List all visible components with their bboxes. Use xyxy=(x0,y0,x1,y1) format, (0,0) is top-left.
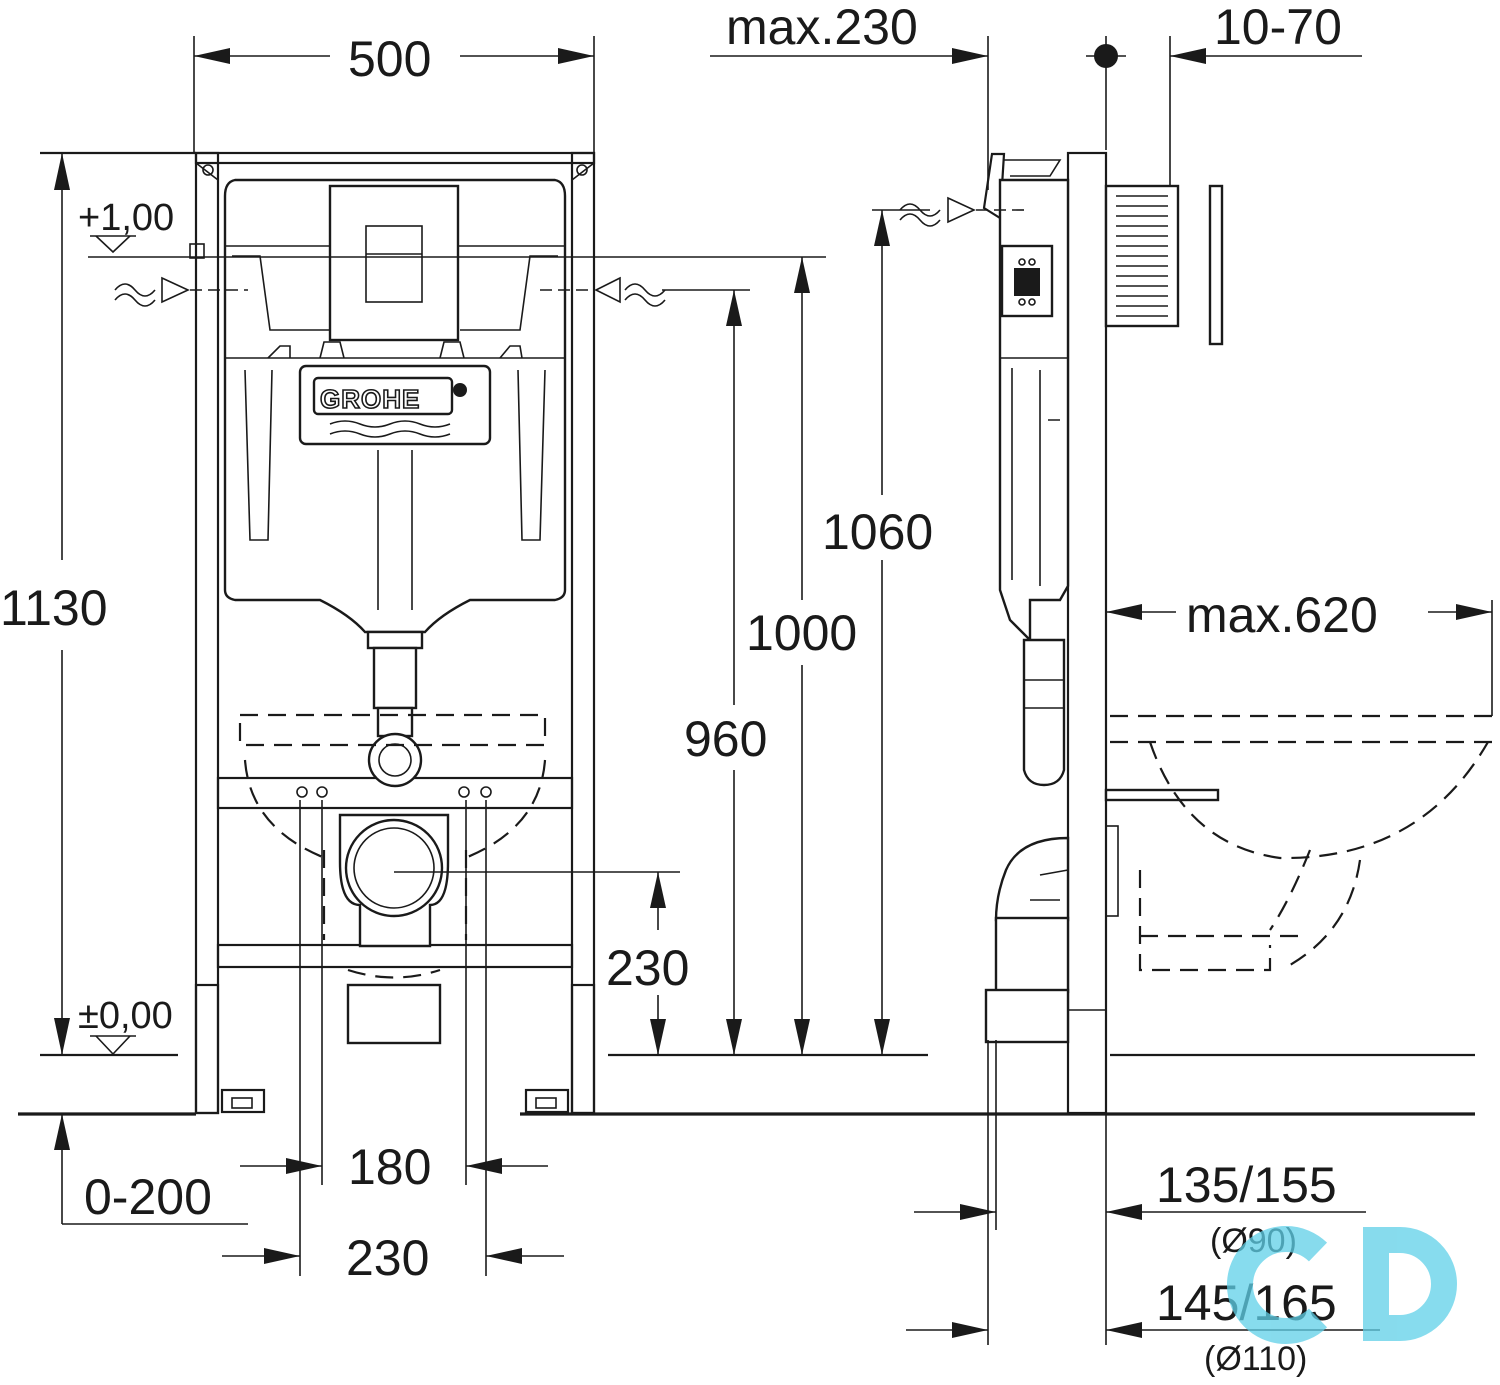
dim-0-200: 0-200 xyxy=(54,1114,248,1225)
grohe-logo: GROHE xyxy=(298,364,492,446)
level-top-label: +1,00 xyxy=(78,197,174,239)
side-frame xyxy=(982,151,1224,1115)
level-zero: ±0,00 xyxy=(78,995,173,1056)
width-label: 500 xyxy=(348,31,431,87)
level-top: +1,00 xyxy=(78,197,826,258)
dim-1060: 1060 xyxy=(822,209,933,1055)
dim-500: 500 xyxy=(193,31,595,152)
range-10-70-label: 10-70 xyxy=(1214,0,1342,55)
dim-max-230: max.230 xyxy=(710,0,989,190)
bolt-spacing-inner-label: 180 xyxy=(348,1139,431,1195)
front-pipes xyxy=(296,630,492,1045)
watermark-logo xyxy=(1227,1226,1457,1344)
dim-180: 180 xyxy=(240,800,548,1195)
max-620-label: max.620 xyxy=(1186,587,1378,643)
dim-max-620: max.620 xyxy=(1106,587,1493,716)
dim-10-70: 10-70 xyxy=(1086,0,1362,186)
height-total-label: 1130 xyxy=(0,580,108,636)
height-960-label: 960 xyxy=(684,711,767,767)
dim-230-bottom: 230 xyxy=(222,800,564,1286)
height-1000-label: 1000 xyxy=(746,605,857,661)
bolt-spacing-outer-label: 230 xyxy=(346,1230,429,1286)
side-wc-outline xyxy=(1110,714,1492,972)
floor-line xyxy=(18,151,1475,1116)
adjust-range-label: 0-200 xyxy=(84,1169,212,1225)
pipe-110-diam-label: (Ø110) xyxy=(1204,1340,1307,1378)
max-230-label: max.230 xyxy=(726,0,918,55)
dim-1130: 1130 xyxy=(0,153,108,1055)
dim-960: 960 xyxy=(662,289,767,1055)
front-water-inlets xyxy=(114,276,666,307)
height-1060-label: 1060 xyxy=(822,504,933,560)
brand-text: GROHE xyxy=(320,384,420,414)
level-zero-label: ±0,00 xyxy=(78,995,173,1037)
dim-1000: 1000 xyxy=(746,257,857,1055)
drain-height-label: 230 xyxy=(606,940,689,996)
pipe-90-label: 135/155 xyxy=(1156,1157,1337,1213)
side-water-inlet xyxy=(899,196,1030,227)
dim-drain-230: 230 xyxy=(394,871,689,1055)
